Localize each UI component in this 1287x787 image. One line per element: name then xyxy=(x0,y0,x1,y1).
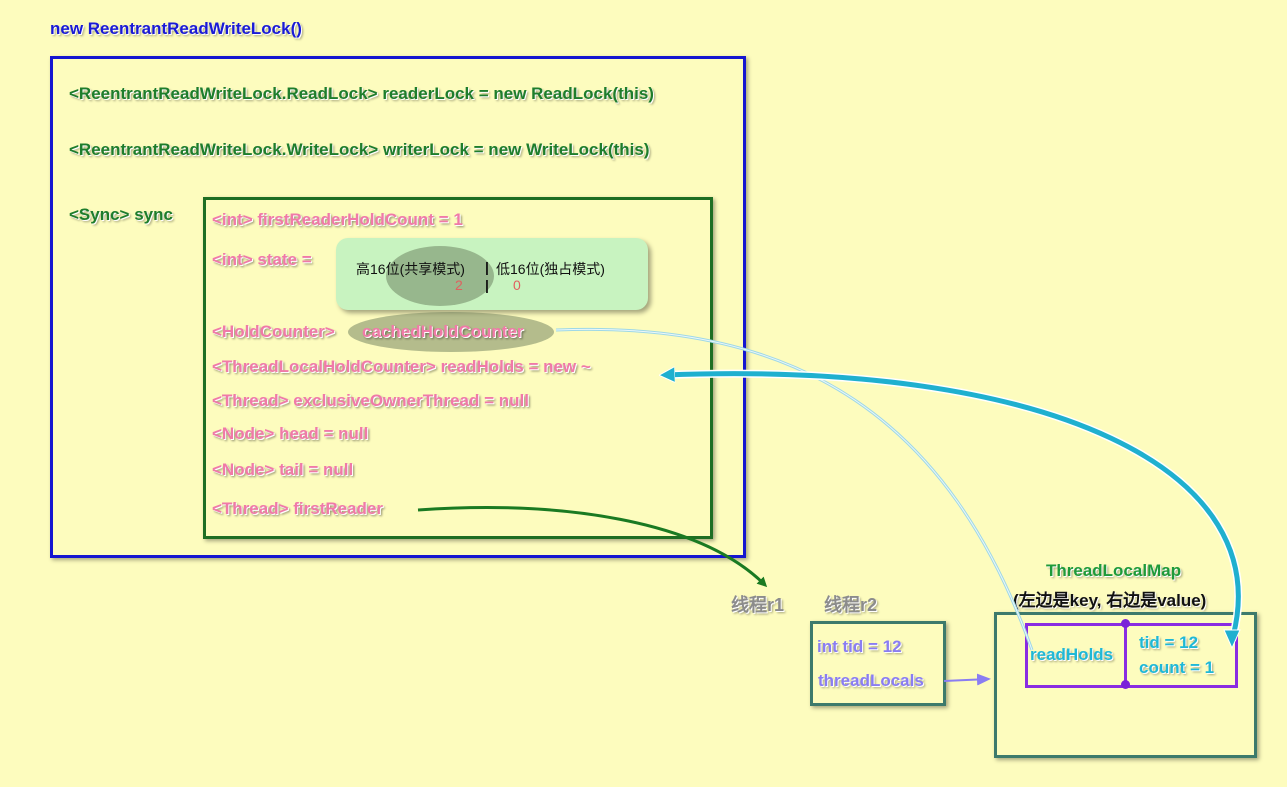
first-reader-arrow xyxy=(417,506,768,588)
map-entry-value-count: count = 1 xyxy=(1139,658,1215,677)
exclusive-owner-thread-field: <Thread> exclusiveOwnerThread = null xyxy=(212,391,529,410)
thread-r2-box xyxy=(810,621,946,706)
read-holds-arrow xyxy=(664,369,1243,642)
state-low-label: 低16位(独占模式) xyxy=(496,261,605,277)
sync-object-box xyxy=(203,197,713,539)
read-holds-field: <ThreadLocalHoldCounter> readHolds = new… xyxy=(212,357,591,376)
thread-r2-thread-locals: threadLocals xyxy=(818,671,924,690)
thread-local-map-subtitle: (左边是key, 右边是value) xyxy=(1013,591,1207,610)
thread-local-map-box xyxy=(994,612,1257,758)
state-low-value: 0 xyxy=(513,277,521,293)
thread-local-map-title: ThreadLocalMap xyxy=(1046,561,1182,580)
cached-hold-counter-highlight xyxy=(348,312,554,352)
shared-bits-highlight xyxy=(386,246,494,306)
cached-hold-counter-type: <HoldCounter> xyxy=(212,322,335,341)
writer-lock-field: <ReentrantReadWriteLock.WriteLock> write… xyxy=(69,140,650,159)
state-field-label: <int> state = xyxy=(212,250,312,269)
reader-lock-field: <ReentrantReadWriteLock.ReadLock> reader… xyxy=(69,84,654,103)
map-entry-key: readHolds xyxy=(1030,645,1114,664)
thread-r2-label: 线程r2 xyxy=(824,595,878,615)
head-field: <Node> head = null xyxy=(212,424,369,443)
diagram-title: new ReentrantReadWriteLock() xyxy=(50,19,302,38)
state-high-label: 高16位(共享模式) xyxy=(356,261,465,277)
thread-r2-tid: int tid = 12 xyxy=(817,637,902,656)
state-bits-bubble xyxy=(336,238,648,310)
sync-field-label: <Sync> sync xyxy=(69,205,173,224)
cached-hold-counter-name: cachedHoldCounter xyxy=(362,322,524,341)
entry-divider-bottom-dot xyxy=(1121,680,1130,689)
state-value-separator: | xyxy=(485,277,489,293)
thread-r1-label: 线程r1 xyxy=(731,595,785,615)
tail-field: <Node> tail = null xyxy=(212,460,354,479)
rrwl-object-box xyxy=(50,56,746,558)
map-value-arrowhead xyxy=(1223,629,1241,650)
map-entry-divider xyxy=(1124,623,1127,688)
state-high-value: 2 xyxy=(455,277,463,293)
thread-locals-arrow xyxy=(943,673,991,686)
entry-divider-top-dot xyxy=(1121,619,1130,628)
state-separator: | xyxy=(485,259,489,275)
map-entry-value-tid: tid = 12 xyxy=(1139,633,1199,652)
first-reader-hold-count-field: <int> firstReaderHoldCount = 1 xyxy=(212,210,463,229)
map-entry-box xyxy=(1025,623,1238,688)
first-reader-field: <Thread> firstReader xyxy=(212,499,384,518)
